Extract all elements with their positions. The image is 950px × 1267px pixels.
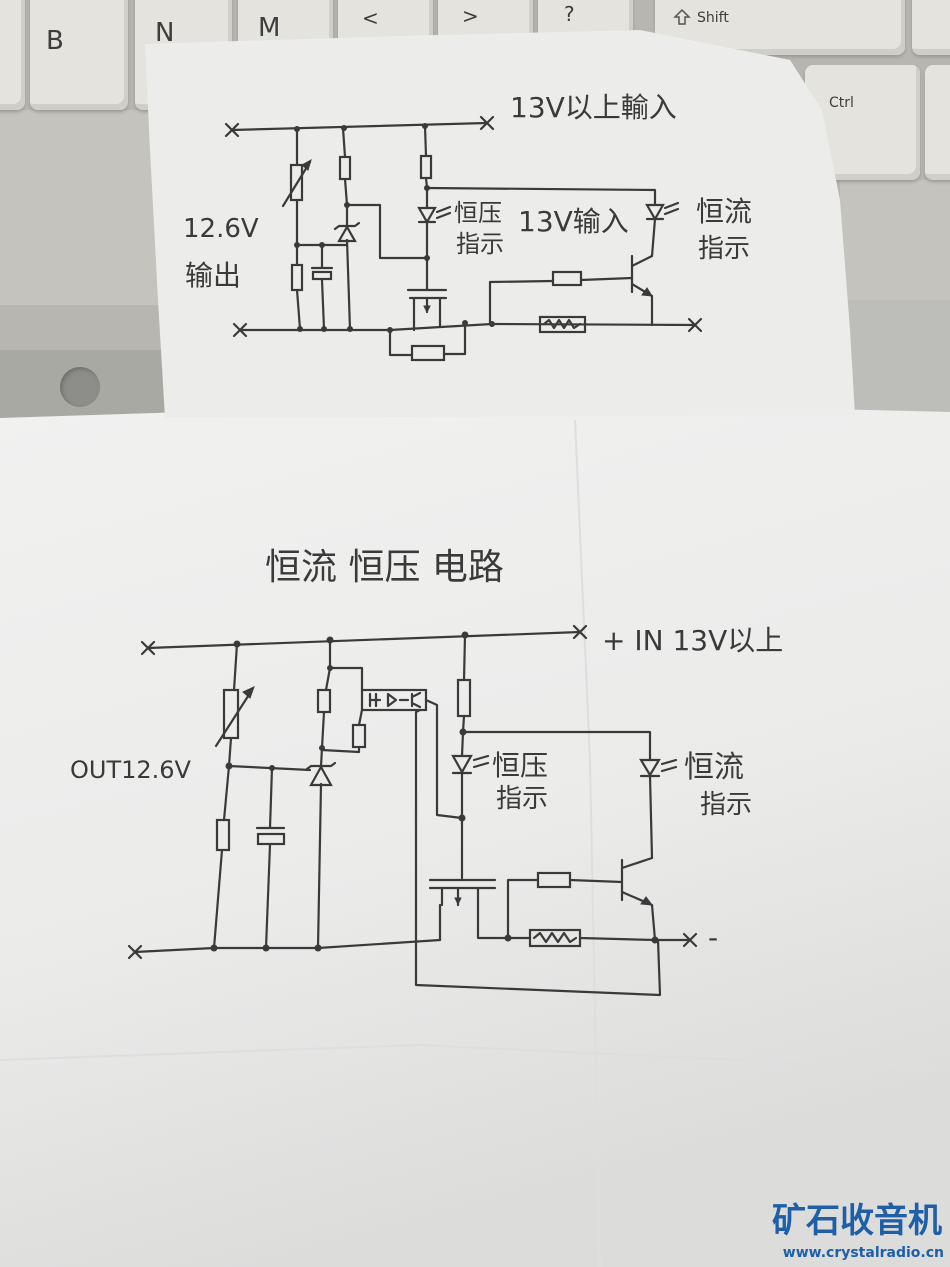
bottom-base-resistor [506, 871, 624, 940]
top-cv-indicator-line1: 恒压 [454, 199, 502, 227]
bottom-negative-label: - [708, 921, 719, 954]
key-b: B [30, 0, 128, 110]
key-b-label: B [46, 26, 64, 56]
watermark-url: www.crystalradio.cn [782, 1245, 944, 1261]
top-cc-led-wire [425, 186, 657, 207]
keyboard-bezel-right [840, 180, 950, 300]
top-input-label: 13V以上輸入 [510, 91, 677, 124]
top-base-resistor [488, 270, 634, 326]
top-zener-regulator [333, 203, 361, 331]
bottom-cc-indicator-line2: 指示 [700, 790, 753, 820]
bottom-opto-resistor [320, 708, 367, 754]
bottom-junction-dots [210, 631, 659, 952]
watermark-name: 矿石收音机 [772, 1201, 942, 1241]
top-transistor [630, 254, 654, 327]
bottom-input-label: + IN 13V以上 [602, 624, 784, 657]
key-right-edge-top [912, 0, 950, 55]
bottom-opto-return-wire [414, 708, 662, 997]
top-negative-rail [238, 322, 697, 332]
top-output-label: 输出 [185, 259, 242, 292]
top-divider-resistor [290, 243, 304, 331]
keyboard-panel-right [840, 300, 950, 420]
top-gate-wire [345, 203, 429, 260]
bottom-output-label: OUT12.6V [70, 756, 191, 784]
bottom-transistor [620, 856, 657, 942]
bottom-cv-indicator-line2: 指示 [496, 784, 549, 814]
top-cc-indicator-line1: 恒流 [696, 195, 753, 228]
bottom-cc-led-wire [461, 730, 652, 762]
bottom-circuit [127, 624, 698, 997]
top-cv-indicator-line2: 指示 [456, 230, 504, 258]
key-comma-label: < [362, 6, 379, 30]
top-gate-return-resistor [388, 321, 467, 362]
key-slash-top-label: ? [564, 2, 575, 26]
top-bias-resistor [338, 126, 352, 207]
top-cc-led [645, 201, 680, 258]
bottom-title: 恒流 恒压 电路 [265, 547, 504, 588]
key-m-label: M [258, 13, 281, 43]
key-n-label: N [155, 18, 175, 48]
bottom-mosfet [428, 878, 510, 942]
key-left-edge [0, 0, 25, 110]
keyboard-screw-hole [60, 367, 100, 407]
bottom-capacitor [255, 766, 286, 950]
bottom-cv-led [451, 730, 490, 880]
top-variable-resistor [281, 127, 312, 247]
bottom-positive-rail [146, 630, 582, 650]
top-cc-indicator-line2: 指示 [698, 234, 751, 264]
top-mosfet [406, 288, 448, 332]
bottom-cc-indicator-line1: 恒流 [684, 750, 744, 785]
paper-creases [0, 419, 950, 1267]
top-capacitor [310, 243, 334, 331]
key-right-edge [925, 65, 950, 180]
keyboard-bezel-left [0, 110, 160, 305]
top-positive-rail [230, 121, 489, 132]
key-ctrl-label: Ctrl [829, 95, 854, 111]
top-junction-dots [294, 123, 495, 333]
bottom-cc-led [639, 758, 678, 860]
top-mid-input-label: 13V输入 [518, 205, 629, 238]
bottom-opto-output-wire [424, 698, 464, 820]
bottom-variable-resistor [214, 642, 255, 768]
top-shunt-resistor [538, 315, 587, 334]
top-output-voltage: 12.6V [183, 214, 259, 244]
bottom-cv-indicator-line1: 恒压 [492, 749, 549, 782]
bottom-divider-resistor [212, 764, 231, 950]
key-period-label: > [462, 4, 479, 28]
shift-arrow-icon [673, 8, 691, 26]
top-circuit [224, 115, 703, 362]
bottom-paper [0, 404, 950, 1267]
key-shift-label: Shift [697, 10, 729, 26]
